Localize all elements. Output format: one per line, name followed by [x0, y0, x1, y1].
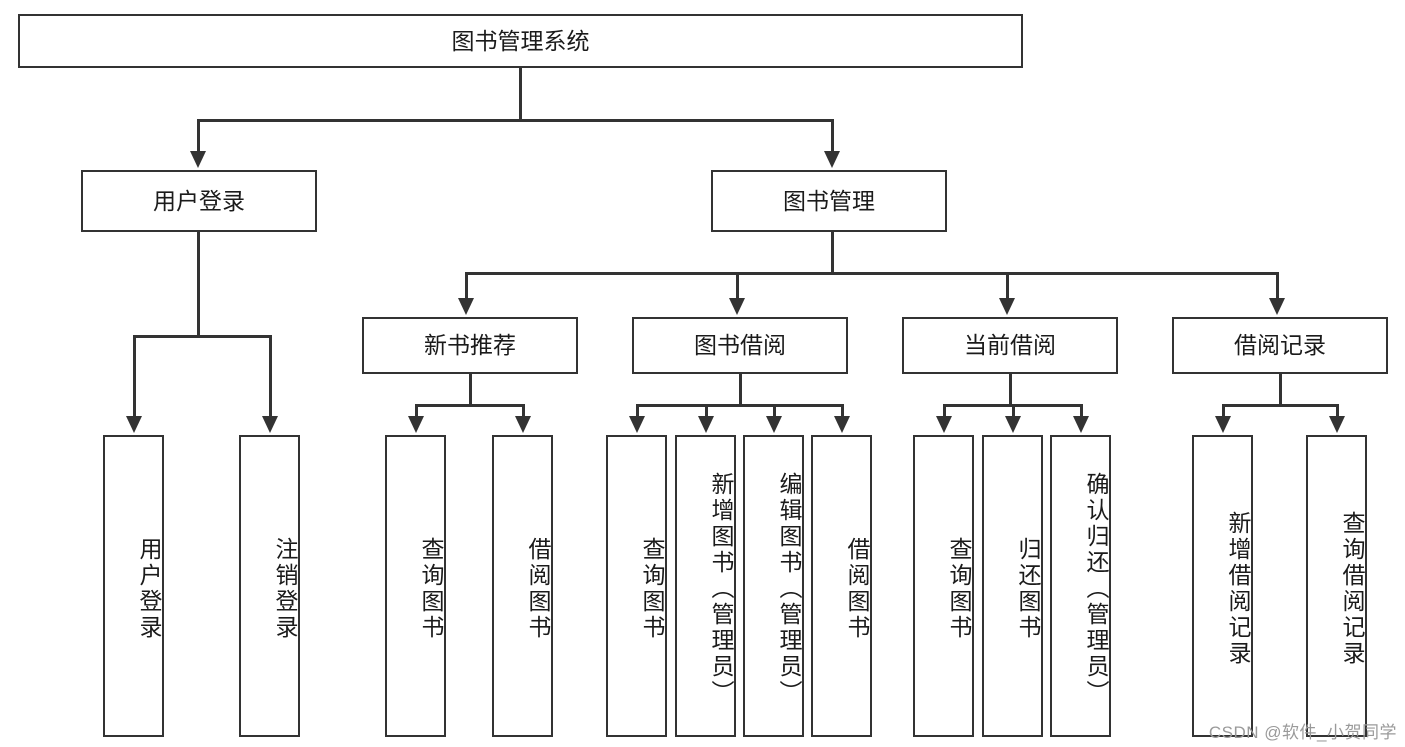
- edge-to-book-management: [831, 119, 834, 153]
- node-label: 查询借阅记录: [1339, 511, 1365, 667]
- edge-bb-leaf-3: [841, 404, 844, 418]
- node-label: 新书推荐: [424, 332, 516, 359]
- edge-nbr-leaf-1: [522, 404, 525, 418]
- edge-user-login-bus: [133, 335, 271, 338]
- arrowhead-to-borrow-record: [1269, 298, 1285, 315]
- node-label: 查询图书: [418, 537, 444, 641]
- edge-book-borrow-stem: [739, 374, 742, 406]
- arrowhead-to-user-login: [190, 151, 206, 168]
- node-label: 借阅图书: [525, 537, 551, 641]
- leaf-cb-query-book[interactable]: 查询图书: [913, 435, 974, 737]
- arrowhead-to-new-book-recommend: [458, 298, 474, 315]
- edge-root-bus: [197, 119, 834, 122]
- node-label: 图书管理系统: [451, 27, 590, 54]
- leaf-bb-add-book-admin[interactable]: 新增图书（管理员）: [675, 435, 736, 737]
- edge-to-borrow-record: [1276, 272, 1279, 300]
- arrowhead-user-login-leaf-0: [126, 416, 142, 433]
- node-label: 归还图书: [1015, 537, 1041, 641]
- edge-nbr-leaf-0: [415, 404, 418, 418]
- node-label: 查询图书: [639, 537, 665, 641]
- edge-book-borrow-bus: [636, 404, 844, 407]
- node-label: 当前借阅: [964, 332, 1056, 359]
- node-label: 借阅记录: [1234, 332, 1326, 359]
- edge-to-book-borrow: [736, 272, 739, 300]
- edge-bb-leaf-1: [705, 404, 708, 418]
- node-user-login[interactable]: 用户登录: [81, 170, 317, 232]
- arrowhead-cb-leaf-0: [936, 416, 952, 433]
- node-root-book-management-system[interactable]: 图书管理系统: [18, 14, 1023, 68]
- leaf-user-login[interactable]: 用户登录: [103, 435, 164, 737]
- arrowhead-bb-leaf-1: [698, 416, 714, 433]
- edge-bb-leaf-0: [636, 404, 639, 418]
- edge-borrow-record-stem: [1279, 374, 1282, 406]
- node-borrow-record[interactable]: 借阅记录: [1172, 317, 1388, 374]
- node-label: 查询图书: [946, 537, 972, 641]
- arrowhead-cb-leaf-2: [1073, 416, 1089, 433]
- arrowhead-nbr-leaf-1: [515, 416, 531, 433]
- node-label: 新增图书（管理员）: [708, 472, 734, 706]
- edge-cb-leaf-2: [1080, 404, 1083, 418]
- edge-user-login-stem: [197, 232, 200, 336]
- leaf-br-query-record[interactable]: 查询借阅记录: [1306, 435, 1367, 737]
- leaf-bb-edit-book-admin[interactable]: 编辑图书（管理员）: [743, 435, 804, 737]
- arrowhead-to-current-borrow: [999, 298, 1015, 315]
- edge-new-book-recommend-stem: [469, 374, 472, 406]
- leaf-nbr-query-book[interactable]: 查询图书: [385, 435, 446, 737]
- arrowhead-bb-leaf-2: [766, 416, 782, 433]
- arrowhead-br-leaf-0: [1215, 416, 1231, 433]
- edge-to-current-borrow: [1006, 272, 1009, 300]
- node-label: 新增借阅记录: [1225, 511, 1251, 667]
- edge-cb-leaf-0: [943, 404, 946, 418]
- arrowhead-br-leaf-1: [1329, 416, 1345, 433]
- leaf-bb-borrow-book[interactable]: 借阅图书: [811, 435, 872, 737]
- leaf-br-add-record[interactable]: 新增借阅记录: [1192, 435, 1253, 737]
- arrowhead-to-book-borrow: [729, 298, 745, 315]
- edge-book-management-stem: [831, 232, 834, 274]
- edge-to-user-login: [197, 119, 200, 153]
- node-book-management[interactable]: 图书管理: [711, 170, 947, 232]
- node-label: 用户登录: [153, 187, 245, 214]
- edge-book-management-bus: [465, 272, 1279, 275]
- watermark-text: CSDN @软件_小贺同学: [1208, 723, 1397, 742]
- arrowhead-cb-leaf-1: [1005, 416, 1021, 433]
- leaf-cb-return-book[interactable]: 归还图书: [982, 435, 1043, 737]
- edge-root-stem: [519, 68, 522, 120]
- node-label: 图书管理: [783, 187, 875, 214]
- edge-br-leaf-1: [1336, 404, 1339, 418]
- node-new-book-recommend[interactable]: 新书推荐: [362, 317, 578, 374]
- node-current-borrow[interactable]: 当前借阅: [902, 317, 1118, 374]
- node-label: 图书借阅: [694, 332, 786, 359]
- edge-user-login-leaf-1: [269, 335, 272, 418]
- edge-to-new-book-recommend: [465, 272, 468, 300]
- arrowhead-bb-leaf-3: [834, 416, 850, 433]
- edge-new-book-recommend-bus: [415, 404, 525, 407]
- edge-current-borrow-stem: [1009, 374, 1012, 406]
- node-label: 借阅图书: [844, 537, 870, 641]
- arrowhead-user-login-leaf-1: [262, 416, 278, 433]
- leaf-cb-confirm-return-admin[interactable]: 确认归还（管理员）: [1050, 435, 1111, 737]
- edge-br-leaf-0: [1222, 404, 1225, 418]
- arrowhead-nbr-leaf-0: [408, 416, 424, 433]
- node-label: 注销登录: [272, 537, 298, 641]
- node-book-borrow[interactable]: 图书借阅: [632, 317, 848, 374]
- edge-user-login-leaf-0: [133, 335, 136, 418]
- node-label: 用户登录: [136, 537, 162, 641]
- arrowhead-bb-leaf-0: [629, 416, 645, 433]
- leaf-logout[interactable]: 注销登录: [239, 435, 300, 737]
- node-label: 编辑图书（管理员）: [776, 472, 802, 706]
- edge-bb-leaf-2: [773, 404, 776, 418]
- arrowhead-to-book-management: [824, 151, 840, 168]
- leaf-nbr-borrow-book[interactable]: 借阅图书: [492, 435, 553, 737]
- leaf-bb-query-book[interactable]: 查询图书: [606, 435, 667, 737]
- node-label: 确认归还（管理员）: [1083, 472, 1109, 706]
- edge-borrow-record-bus: [1222, 404, 1339, 407]
- edge-cb-leaf-1: [1012, 404, 1015, 418]
